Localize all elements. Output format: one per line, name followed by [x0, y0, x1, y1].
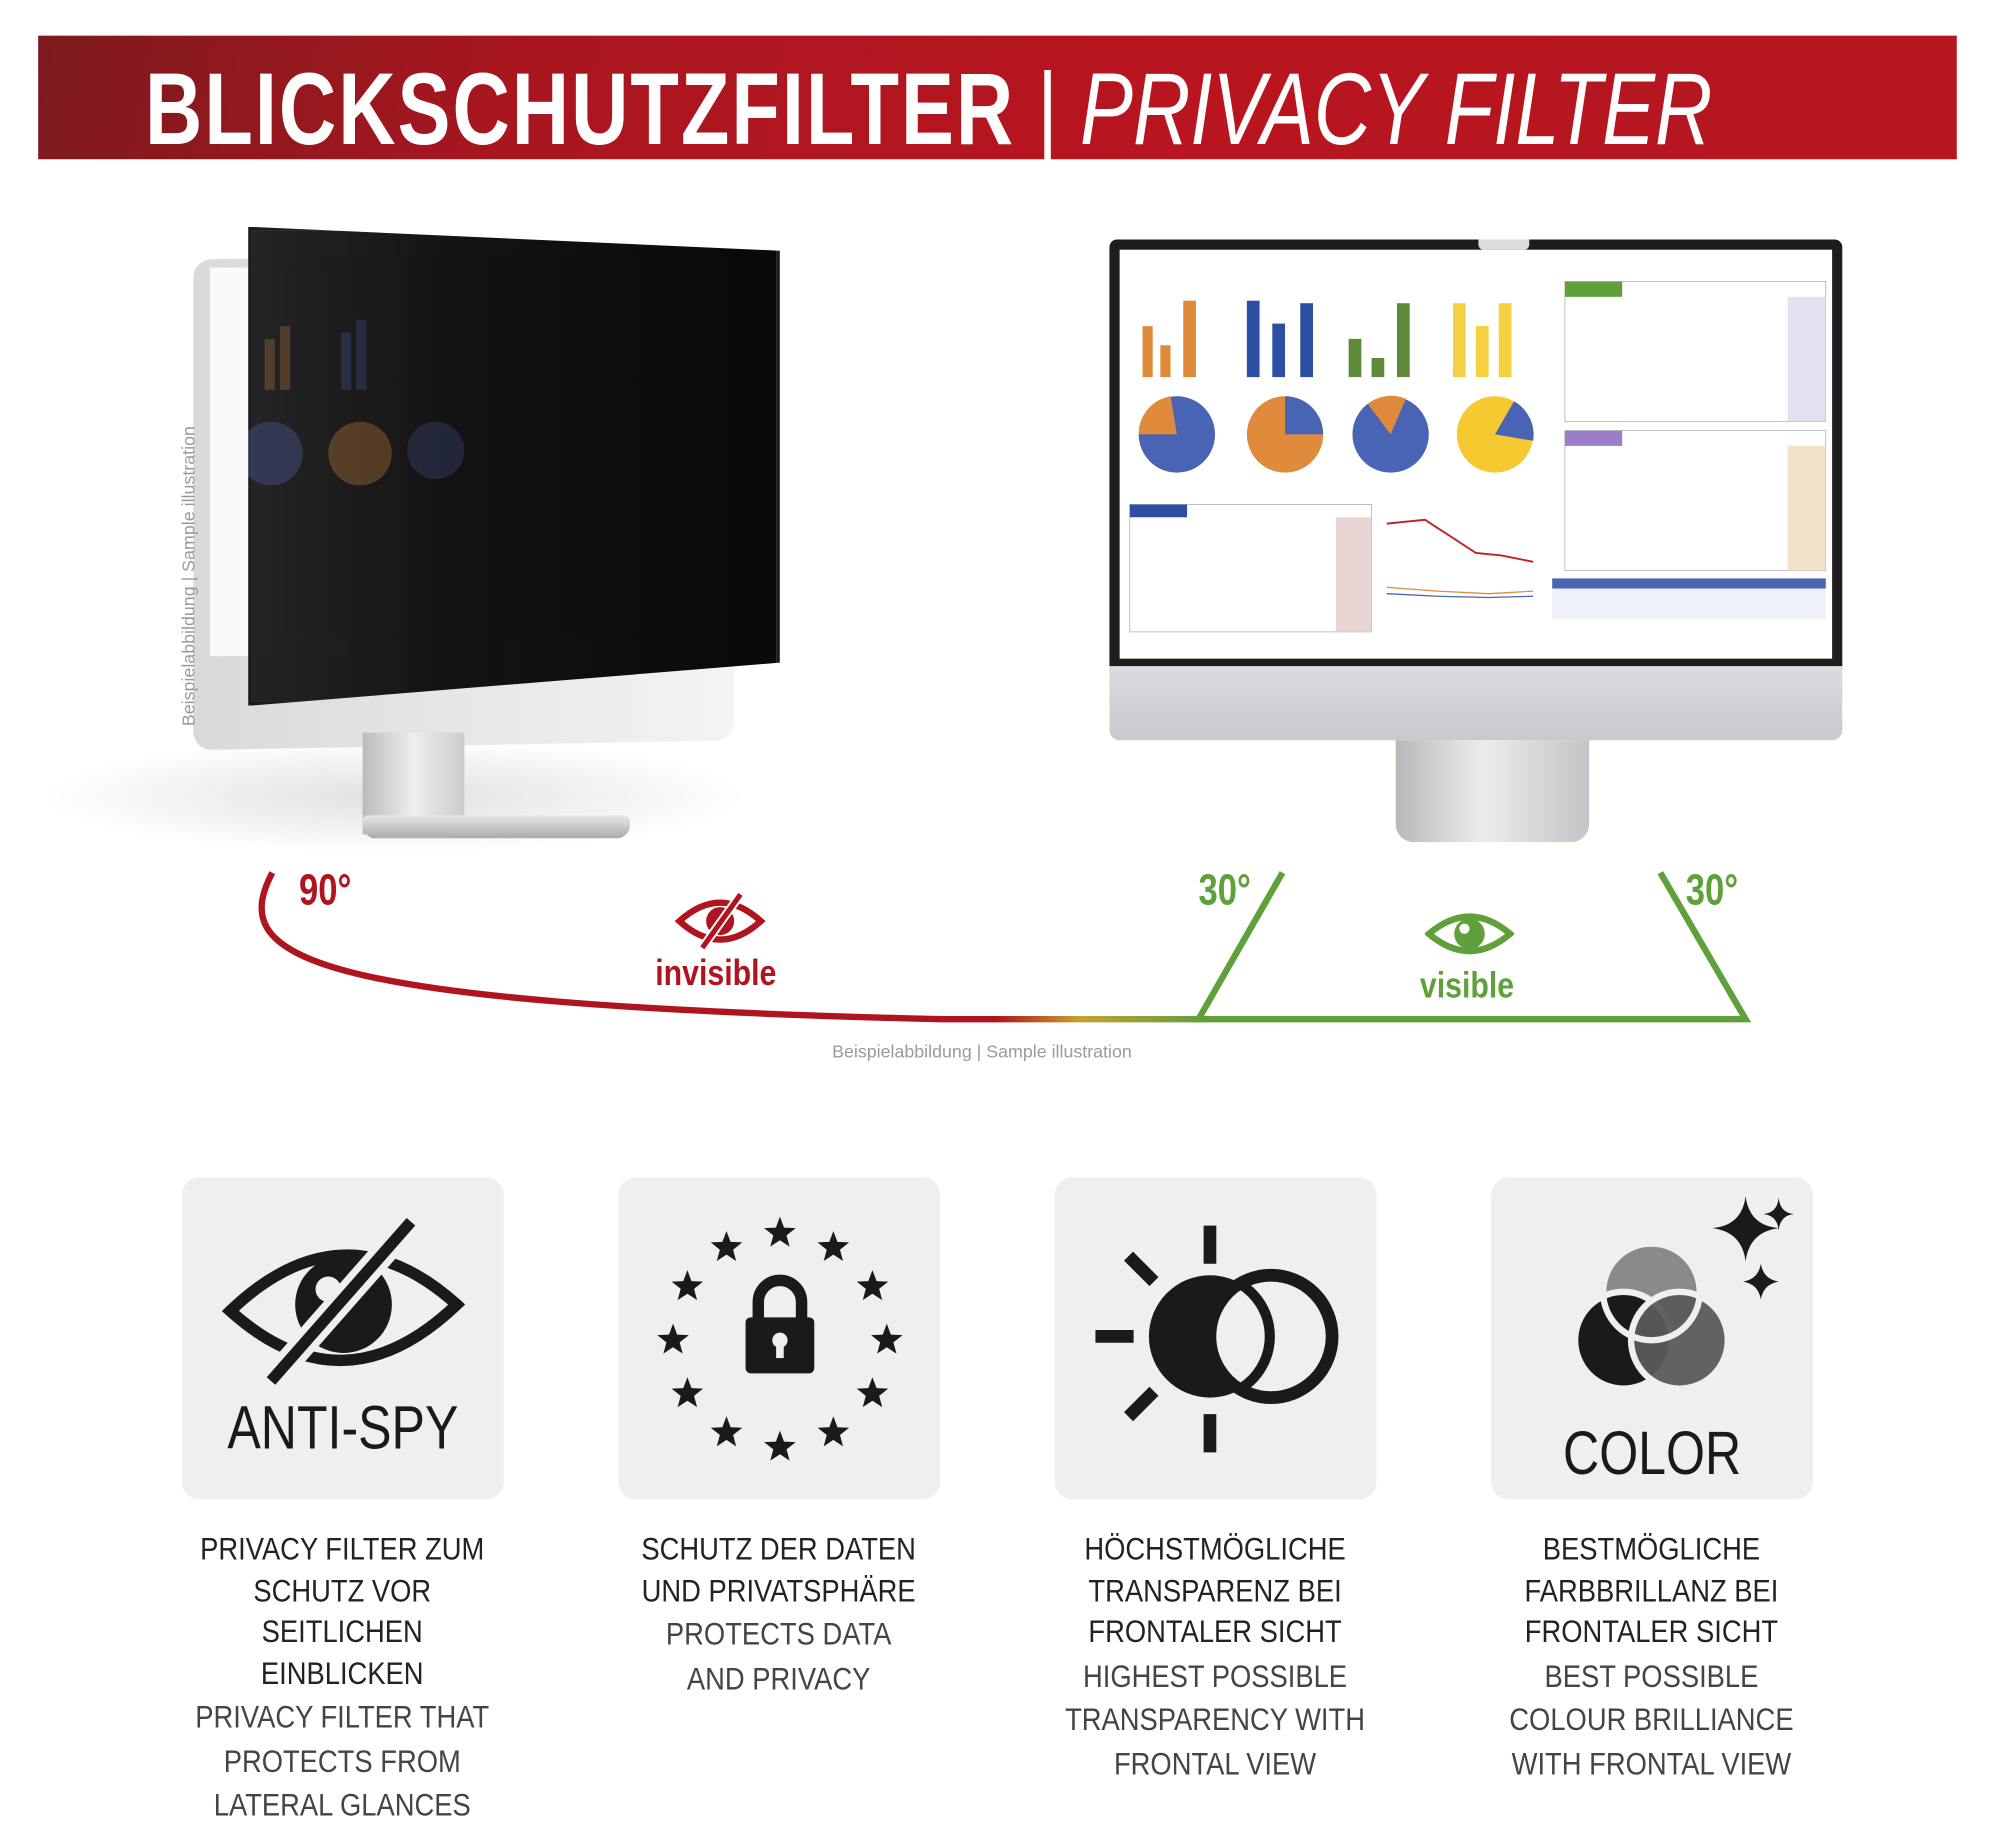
viewing-angle-diagram: [258, 871, 1752, 1023]
privacy-filter-panel: [248, 226, 780, 706]
webcam-icon: [1478, 239, 1530, 250]
side-caption: Beispielabbildung | Sample illustration: [178, 426, 199, 727]
feature-title-line: FRONTALER SICHT: [1088, 1614, 1342, 1650]
monitor-with-filter: [0, 204, 814, 866]
invisible-arc: [258, 871, 1203, 1023]
feature-title-line: SCHUTZ DER DATEN: [641, 1531, 916, 1568]
anti-spy-badge: ANTI-SPY: [227, 1395, 459, 1463]
angle-90-label: 90°: [298, 866, 352, 915]
feature-tile-color: COLOR: [1491, 1177, 1814, 1500]
invisible-label: invisible: [655, 952, 777, 993]
feature-title-line: BESTMÖGLICHE: [1542, 1531, 1761, 1568]
feature-tile-anti-spy: ANTI-SPY: [181, 1177, 504, 1500]
star-icon: [657, 1323, 689, 1354]
header-banner: BLICKSCHUTZFILTER | PRIVACY FILTER: [38, 35, 1957, 161]
bar-chart-blue: [1246, 300, 1314, 378]
line-chart: [1386, 518, 1534, 599]
eye-slash-icon: [221, 1213, 466, 1390]
feature-subtitle-line: PROTECTS FROM: [223, 1743, 461, 1780]
feature-description-transparency: HÖCHSTMÖGLICHE TRANSPARENZ BEI FRONTALER S…: [1051, 1529, 1379, 1785]
feature-title-line: TRANSPARENZ BEI: [1088, 1572, 1342, 1609]
visible-label: visible: [1419, 965, 1515, 1006]
feature-subtitle-line: COLOUR BRILLIANCE: [1509, 1702, 1794, 1738]
pie-chart: [1352, 396, 1429, 473]
title-de: BLICKSCHUTZFILTER: [145, 52, 1016, 166]
monitor-stand-right: [1395, 740, 1590, 843]
feature-title-line: PRIVACY FILTER ZUM: [200, 1531, 485, 1568]
table-international: [1564, 430, 1827, 572]
star-icon: [817, 1231, 850, 1262]
angle-30-left-label: 30°: [1198, 866, 1251, 915]
feature-description-anti-spy: PRIVACY FILTER ZUM SCHUTZ VOR SEITLICHEN E…: [178, 1529, 506, 1826]
feature-title-line: HÖCHSTMÖGLICHE: [1084, 1531, 1346, 1568]
monitor-clear: [1109, 239, 1843, 852]
title-separator: |: [1037, 52, 1058, 166]
eye-slash-icon: [674, 891, 766, 951]
feature-subtitle-line: PROTECTS DATA: [665, 1616, 892, 1653]
feature-tile-transparency: [1054, 1177, 1377, 1500]
star-icon: [671, 1270, 704, 1301]
table-bulk: [1552, 578, 1826, 620]
bar-chart-green: [1348, 303, 1410, 378]
star-icon: [856, 1270, 889, 1301]
star-icon: [671, 1377, 704, 1408]
feature-title-line: FRONTALER SICHT: [1524, 1614, 1779, 1650]
bottom-caption: Beispielabbildung | Sample illustration: [832, 1040, 1132, 1062]
title-en: PRIVACY FILTER: [1079, 52, 1713, 166]
feature-subtitle-line: AND PRIVACY: [686, 1660, 871, 1697]
feature-subtitle-line: WITH FRONTAL VIEW: [1511, 1746, 1792, 1782]
star-icon: [871, 1323, 903, 1354]
feature-title-line: SEITLICHEN EINBLICKEN: [260, 1614, 424, 1692]
color-badge: COLOR: [1563, 1420, 1742, 1489]
sun-transparency-icon: [1095, 1225, 1339, 1453]
star-icon: [764, 1430, 796, 1461]
eye-icon: [1424, 913, 1515, 955]
star-icon: [710, 1231, 743, 1262]
feature-tile-data-protection: [618, 1177, 941, 1500]
table-top-right: [1564, 281, 1827, 423]
feature-title-line: UND PRIVATSPHÄRE: [641, 1572, 916, 1609]
star-icon: [710, 1416, 743, 1447]
table-national: [1129, 504, 1372, 633]
monitor-foot-left: [362, 815, 630, 839]
feature-title-line: SCHUTZ VOR: [253, 1572, 432, 1609]
feature-subtitle-line: FRONTAL VIEW: [1113, 1746, 1317, 1782]
star-icon: [817, 1416, 850, 1447]
feature-subtitle-line: LATERAL GLANCES: [213, 1787, 471, 1824]
page-title: BLICKSCHUTZFILTER | PRIVACY FILTER: [145, 58, 1712, 161]
feature-description-data-protection: SCHUTZ DER DATEN UND PRIVATSPHÄRE PROTECT…: [615, 1529, 943, 1700]
monitor-screen-right: [1119, 249, 1833, 659]
feature-title-line: FARBBRILLANZ BEI: [1524, 1572, 1779, 1609]
feature-subtitle-line: HIGHEST POSSIBLE: [1083, 1658, 1348, 1694]
feature-subtitle-line: PRIVACY FILTER THAT: [195, 1699, 490, 1736]
lock-stars-icon: [657, 1216, 903, 1461]
bar-chart-yellow: [1452, 303, 1512, 378]
bar-chart-orange: [1142, 300, 1196, 378]
visible-zone: [1193, 871, 1752, 1023]
feature-subtitle-line: TRANSPARENCY WITH: [1065, 1702, 1366, 1738]
feature-subtitle-line: BEST POSSIBLE: [1544, 1658, 1759, 1694]
monitor-chin: [1109, 666, 1843, 741]
feature-description-color: BESTMÖGLICHE FARBBRILLANZ BEI FRONTALER SI…: [1487, 1529, 1815, 1785]
angle-30-right-label: 30°: [1685, 866, 1739, 915]
color-circles-sparkle-icon: [1571, 1196, 1794, 1392]
spreadsheet-dashboard: [1129, 281, 1827, 633]
star-icon: [764, 1216, 796, 1247]
star-icon: [856, 1377, 889, 1408]
